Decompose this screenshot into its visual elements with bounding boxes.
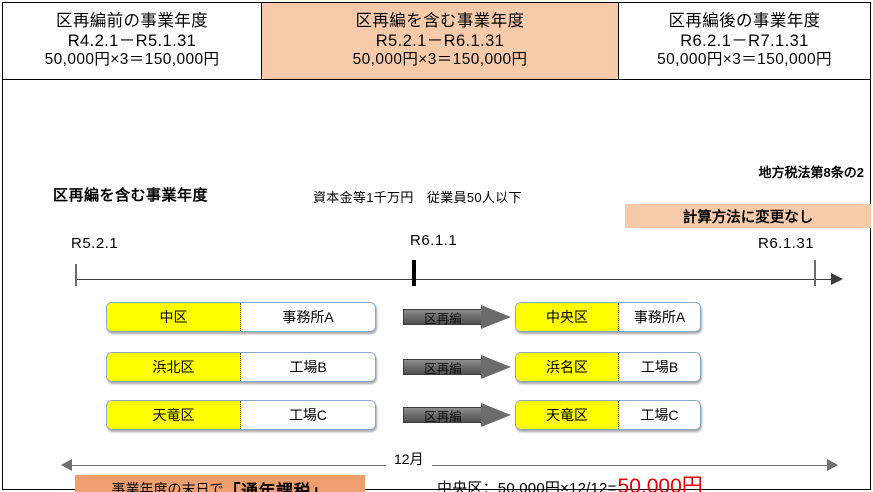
- ward-name-before: 天竜区: [107, 401, 241, 429]
- reorganization-arrow-icon: 区再編: [403, 304, 513, 330]
- no-change-banner: 計算方法に変更なし: [625, 204, 871, 228]
- column-period: R5.2.1－R6.1.31: [375, 31, 505, 50]
- taxation-banner-prefix: 事業年度の末日で: [111, 481, 224, 492]
- arrow-label: 区再編: [424, 409, 462, 424]
- reorganization-row: 天竜区 工場C 区再編 天竜区 工場C: [3, 400, 872, 434]
- ward-name-after: 天竜区: [516, 401, 620, 429]
- office-pill-after: 浜名区 工場B: [515, 352, 701, 382]
- arrow-head: [481, 403, 511, 427]
- company-condition-note: 資本金等1千万円 従業員50人以下: [313, 190, 522, 205]
- fiscal-year-column-including: 区再編を含む事業年度 R5.2.1－R6.1.31 50,000円×3＝150,…: [261, 3, 619, 79]
- timeline-arrowhead-icon: [831, 273, 843, 285]
- ward-name-before: 浜北区: [107, 353, 241, 381]
- office-pill-before: 天竜区 工場C: [106, 400, 376, 430]
- arrow-label: 区再編: [424, 311, 462, 326]
- calculation-result: 50,000円: [618, 475, 703, 492]
- column-amount: 50,000円×3＝150,000円: [352, 51, 528, 69]
- column-title: 区再編後の事業年度: [668, 12, 821, 31]
- office-pill-after: 中央区 事務所A: [515, 302, 701, 332]
- office-pill-before: 浜北区 工場B: [106, 352, 376, 382]
- timeline-label-mid: R6.1.1: [410, 232, 458, 249]
- arrow-head: [481, 355, 511, 379]
- column-period: R4.2.1－R5.1.31: [67, 31, 197, 50]
- arrow-label: 区再編: [424, 361, 462, 376]
- site-name-after: 事務所A: [619, 303, 700, 331]
- law-reference-note: 地方税法第8条の2: [758, 165, 864, 180]
- arrow-head: [481, 305, 511, 329]
- duration-span-left-arrowhead-icon: [61, 459, 72, 471]
- column-amount: 50,000円×3＝150,000円: [657, 51, 832, 69]
- fiscal-year-column-before: 区再編前の事業年度 R4.2.1－R5.1.31 50,000円×3＝150,0…: [3, 3, 261, 79]
- timeline-axis: [75, 279, 837, 280]
- timeline-label-start: R5.2.1: [71, 235, 119, 252]
- reorganization-arrow-icon: 区再編: [403, 402, 513, 428]
- column-title: 区再編前の事業年度: [55, 12, 209, 31]
- site-name-after: 工場C: [619, 401, 700, 429]
- duration-span-line: [71, 465, 831, 466]
- ward-name-after: 中央区: [516, 303, 620, 331]
- site-name-before: 工場C: [241, 401, 375, 429]
- calculation-expression: 中央区：50,000円×12/12=: [437, 480, 617, 492]
- timeline-tick-start: [75, 264, 77, 286]
- reorganization-row: 中区 事務所A 区再編 中央区 事務所A: [3, 302, 872, 336]
- office-pill-after: 天竜区 工場C: [515, 400, 701, 430]
- column-amount: 50,000円×3＝150,000円: [44, 51, 220, 69]
- timeline-tick-end: [814, 260, 816, 286]
- duration-span-right-arrowhead-icon: [827, 459, 838, 471]
- ward-name-after: 浜名区: [516, 353, 620, 381]
- reorganization-arrow-icon: 区再編: [403, 354, 513, 380]
- site-name-before: 事務所A: [241, 303, 375, 331]
- timeline-tick-mid: [412, 260, 416, 286]
- column-period: R6.2.1－R7.1.31: [680, 31, 809, 50]
- timeline-label-end: R6.1.31: [758, 235, 815, 252]
- detail-body-band: 地方税法第8条の2 区再編を含む事業年度 資本金等1千万円 従業員50人以下 計…: [2, 80, 872, 492]
- taxation-banner-emphasis: 「通年課税」: [223, 481, 329, 492]
- section-title: 区再編を含む事業年度: [53, 187, 209, 204]
- annual-taxation-banner: 事業年度の末日で「通年課税」: [75, 475, 365, 492]
- office-pill-before: 中区 事務所A: [106, 302, 376, 332]
- column-title: 区再編を含む事業年度: [355, 12, 525, 31]
- ward-name-before: 中区: [107, 303, 241, 331]
- fiscal-year-column-after: 区再編後の事業年度 R6.2.1－R7.1.31 50,000円×3＝150,0…: [619, 3, 870, 79]
- reorganization-row: 浜北区 工場B 区再編 浜名区 工場B: [3, 352, 872, 386]
- calculation-line: 中央区：50,000円×12/12= 50,000円: [437, 475, 703, 492]
- site-name-after: 工場B: [619, 353, 700, 381]
- duration-span-label: 12月: [386, 449, 432, 469]
- fiscal-year-header-band: 区再編前の事業年度 R4.2.1－R5.1.31 50,000円×3＝150,0…: [2, 2, 871, 80]
- site-name-before: 工場B: [241, 353, 375, 381]
